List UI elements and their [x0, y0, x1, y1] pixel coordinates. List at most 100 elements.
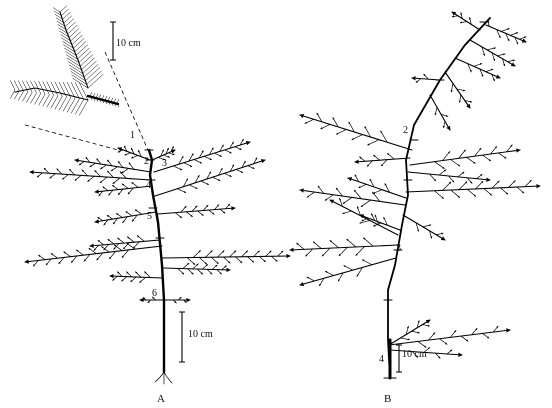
branch-a-6-twig [102, 186, 109, 191]
branch-b-5 [444, 71, 471, 109]
branch-b-5-twig [450, 82, 454, 93]
inset-leaflet [58, 96, 67, 111]
branch-b-17 [289, 244, 399, 253]
inset-leaflet [78, 51, 92, 63]
inset-bud [116, 99, 120, 104]
inset-leaflet [62, 97, 72, 112]
branch-a-9-twig [191, 205, 198, 212]
branch-a-6-twig [127, 187, 134, 195]
branch-b-14-twig [306, 191, 315, 198]
inset-leaflet [46, 81, 54, 96]
inset-leaflet [38, 93, 46, 106]
inset-leaflet [70, 31, 81, 42]
inset-leaflet [14, 90, 20, 100]
branch-a-12-twig [235, 256, 243, 264]
branch-b-8-twig [332, 117, 339, 128]
inset-leaflet [9, 80, 16, 91]
inset-leaflet [42, 81, 50, 95]
branch-a-14-twig [112, 275, 118, 281]
branch-a-14-twig [139, 276, 146, 283]
inset-leaflet [71, 74, 87, 85]
branch-b-1-twig [519, 36, 527, 40]
branch-a-3-twig [110, 166, 118, 172]
branch-a-5-twig [107, 170, 114, 178]
branch-b-3-twig [491, 52, 496, 62]
branch-a-9-twig [219, 208, 226, 214]
branch-a-13-twig [221, 265, 227, 271]
branch-b-12-twig [466, 188, 476, 197]
branch-a-8-twig [131, 214, 138, 222]
branch-a-4-twig [178, 156, 184, 165]
inset-leaflet [62, 41, 74, 49]
inset-leaflet [67, 25, 78, 34]
inset-leaflet [65, 54, 79, 63]
inset-connector-lines [24, 51, 149, 151]
inset-bud [98, 94, 102, 99]
branch-a-12-twig [253, 250, 260, 257]
stem-b-path [387, 17, 491, 379]
branch-a-11-twig [121, 249, 129, 258]
branch-a-11-twig [75, 249, 84, 256]
branch-b-20-twig [405, 326, 409, 335]
inset-leaflet [66, 98, 76, 113]
root-a [154, 371, 173, 385]
branch-b-17-twig [296, 242, 305, 250]
branch-b-8-twig [304, 118, 315, 124]
branch-b-15-twig [415, 222, 420, 232]
branch-b-2-twig [460, 12, 463, 20]
branch-a-4 [153, 140, 251, 173]
inset-leaflet [63, 15, 73, 24]
branch-a-3-twig [85, 156, 91, 163]
branch-b-10-twig [490, 146, 497, 155]
branch-b-12-twig [499, 187, 509, 195]
branch-a-12-twig [265, 250, 272, 257]
branch-b-11-twig [457, 171, 465, 178]
branch-a-7-twig [194, 174, 200, 184]
inset-leaflet [57, 24, 67, 31]
branch-a-5-twig [74, 175, 82, 181]
inset-leaflet [26, 80, 33, 93]
branch-a-10-twig [117, 237, 125, 244]
branch-a-7-twig [247, 165, 255, 169]
branch-b-21-twig [428, 332, 436, 341]
branch-b-21-twig [471, 327, 478, 336]
branch-b-10-twig [450, 159, 461, 167]
inset-bud [89, 95, 93, 101]
inset-leaflet [70, 71, 86, 81]
branch-b-22-twig [446, 349, 453, 355]
branch-b-11 [407, 171, 491, 182]
branch-b-12 [405, 183, 541, 193]
branch-a-14-twig [135, 271, 142, 278]
inset-leaflet [55, 17, 65, 24]
inset-leaflet [58, 27, 69, 34]
branch-a-13-twig [211, 264, 218, 270]
branch-b-10-twig [506, 144, 513, 153]
branch-b-21 [388, 328, 511, 346]
inset-leaflet [34, 93, 41, 105]
branch-a-11-twig [33, 260, 39, 267]
branch-a-9-twig [214, 204, 220, 210]
node-label-a-5: 5 [147, 211, 152, 222]
branch-b-20-twig [416, 320, 420, 329]
branch-a-8-twig [116, 213, 123, 218]
branch-a-10-twig [107, 238, 115, 245]
branch-a-12-twig [223, 256, 231, 264]
inset-leaflet [70, 82, 80, 99]
branch-a-10 [89, 239, 161, 248]
branch-a-14-twig [121, 276, 128, 282]
inset-bud [113, 102, 117, 107]
node-label-b-2: 2 [403, 125, 408, 136]
branch-b-13 [347, 177, 407, 199]
branch-a-4-twig [224, 149, 232, 154]
branch-b-12-twig [458, 181, 468, 190]
branch-a-15-twig [152, 296, 156, 301]
branch-a-6-twig [121, 183, 129, 189]
inset-leaflet [13, 80, 20, 91]
branch-a-7-twig [241, 160, 246, 168]
branch-a-4-twig [219, 144, 224, 152]
branch-b-14-twig [335, 187, 343, 197]
node-label-a-1: 1 [130, 130, 135, 141]
branch-a-12-twig [198, 257, 207, 265]
scale-label-b: 10 cm [402, 349, 427, 360]
branch-b-18-twig [356, 267, 363, 277]
